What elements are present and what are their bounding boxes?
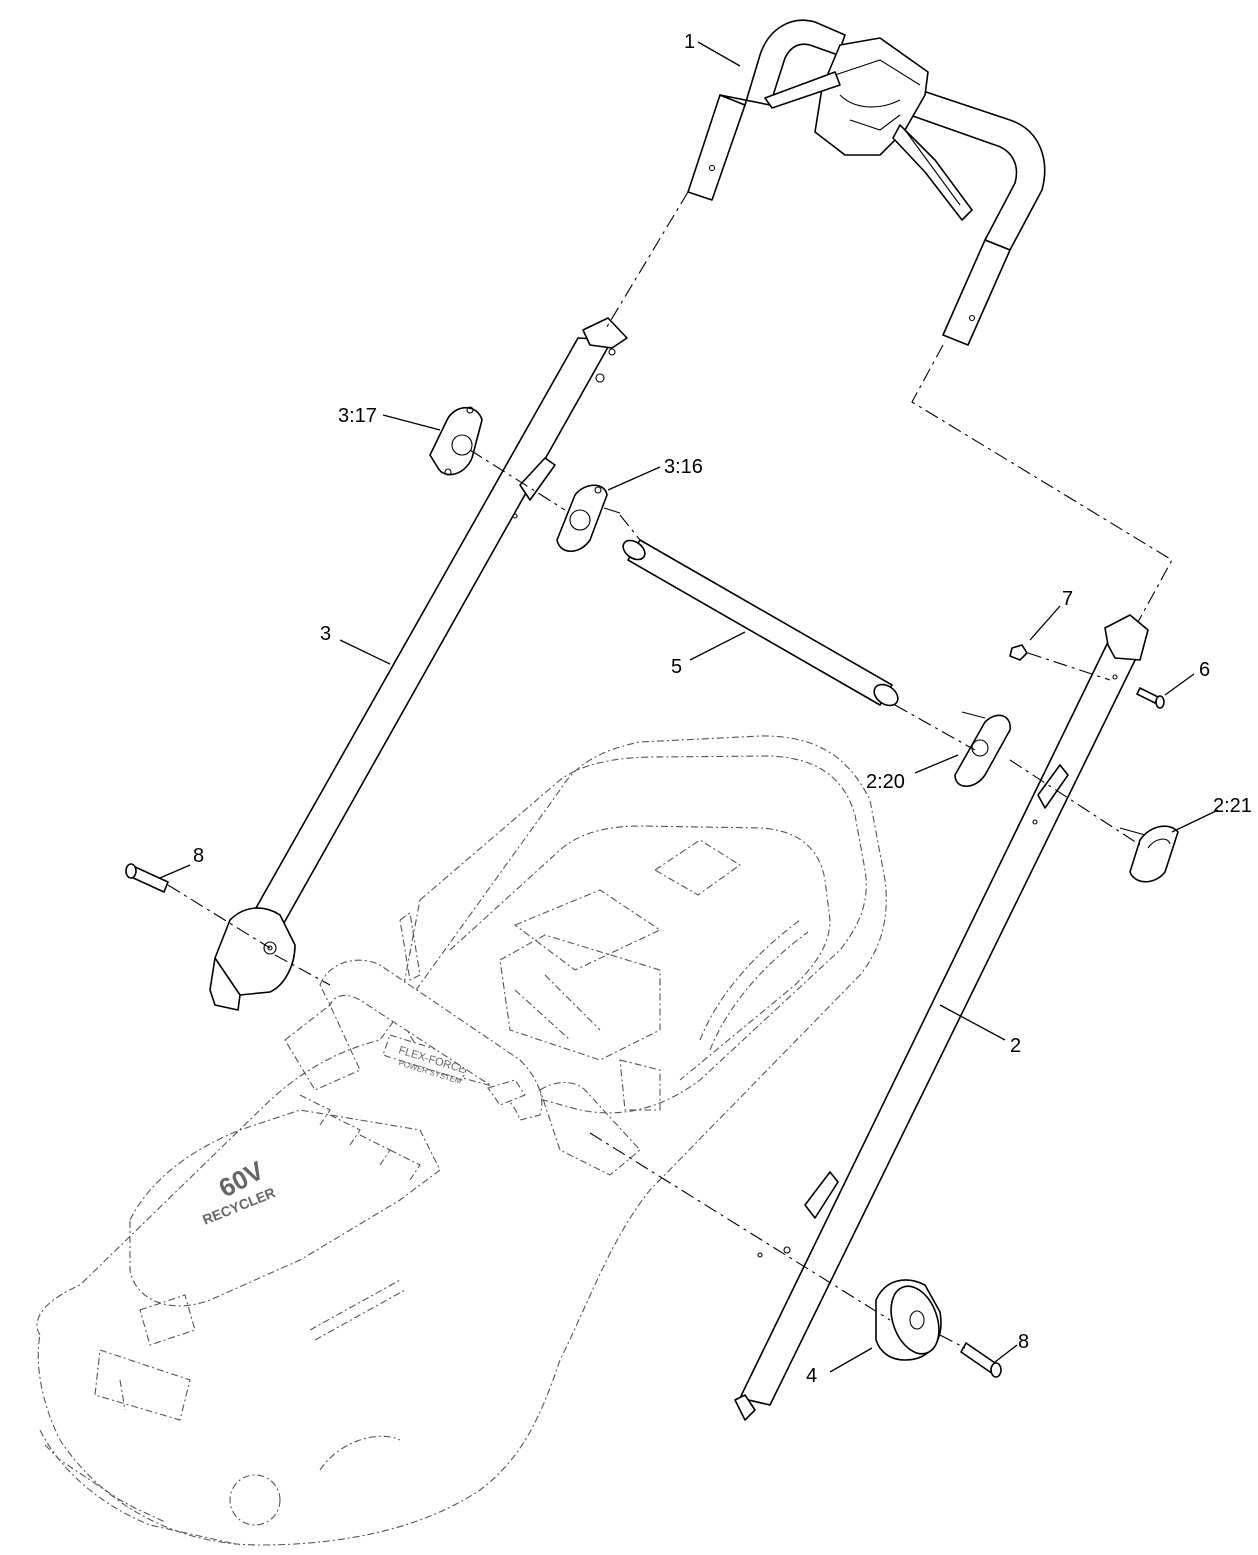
callout-3-17: 3:17 <box>338 405 377 427</box>
callout-5: 5 <box>671 656 682 678</box>
part-4-spacer <box>875 1279 942 1361</box>
callout-8-left: 8 <box>193 845 204 867</box>
mower-deck-phantom: FLEX-FORCE POWER SYSTEM 60V RECYCLER <box>36 735 887 1546</box>
part-7-nut <box>1009 644 1028 661</box>
part-6-bolt <box>1136 687 1165 709</box>
callout-4: 4 <box>806 1365 817 1387</box>
part-3-17-bracket <box>429 406 483 476</box>
part-5-cross-tube <box>622 539 899 707</box>
part-2-21-knob <box>1119 825 1179 883</box>
part-2-right-lower-handle <box>734 614 1149 1421</box>
callout-3-16: 3:16 <box>664 456 703 478</box>
part-3-16-bracket <box>556 484 621 553</box>
callout-7: 7 <box>1062 588 1073 610</box>
callout-6: 6 <box>1199 659 1210 681</box>
part-3-left-lower-handle <box>209 317 628 1011</box>
callout-2: 2 <box>1010 1035 1021 1057</box>
callout-8-right: 8 <box>1018 1331 1029 1353</box>
callout-labels: 1 3:17 3:16 3 5 7 6 2:20 2:21 8 2 4 8 <box>193 31 1252 1387</box>
part-1-upper-handle <box>687 19 1046 346</box>
part-2-20-bracket <box>954 711 1011 788</box>
part-8-right-bolt <box>960 1342 1002 1378</box>
part-8-left-bolt <box>125 863 169 893</box>
callout-2-21: 2:21 <box>1213 795 1252 817</box>
assembly-centerlines <box>167 191 1173 1349</box>
callout-3: 3 <box>320 623 331 645</box>
callout-leaders <box>159 41 1219 1373</box>
callout-1: 1 <box>684 31 695 53</box>
callout-2-20: 2:20 <box>866 771 905 793</box>
